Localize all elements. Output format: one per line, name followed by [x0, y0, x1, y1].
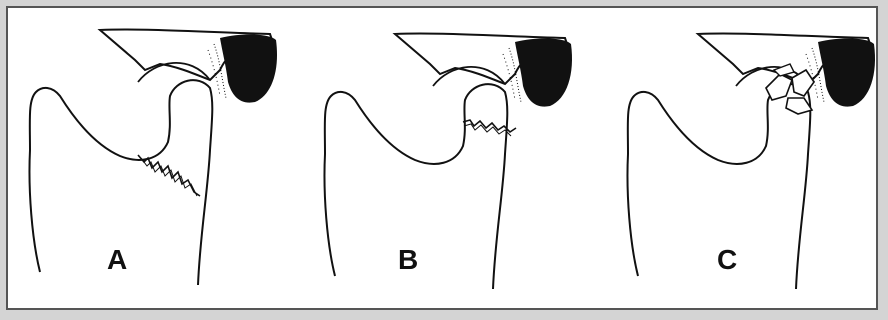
panel-b-drawing: [324, 33, 572, 289]
panel-a-drawing: [29, 29, 277, 285]
panel-c-drawing: [627, 33, 875, 289]
bone-fragment: [786, 98, 812, 114]
fracture-line-a: [138, 155, 200, 196]
bone-fragment: [766, 74, 792, 100]
panel-label-a: A: [107, 246, 127, 274]
panel-label-b: B: [398, 246, 418, 274]
panel-label-c: C: [717, 246, 737, 274]
